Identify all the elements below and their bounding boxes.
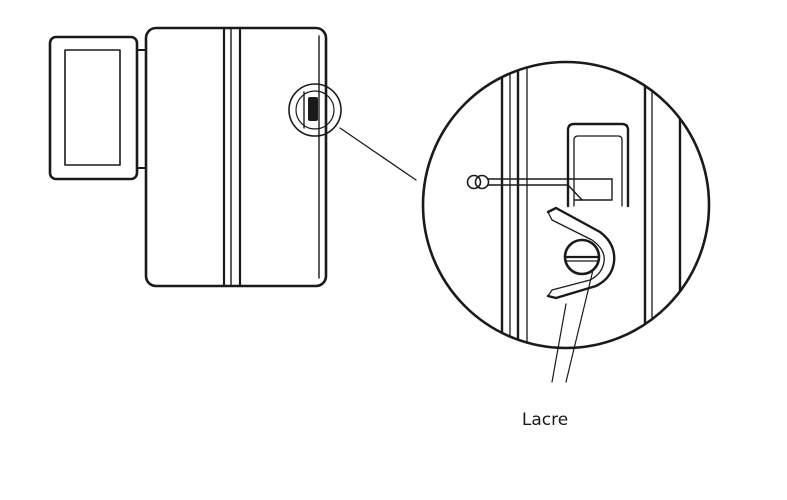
detail-circle	[421, 60, 711, 350]
frame-lines-left	[500, 62, 528, 348]
main-enclosure	[144, 26, 328, 288]
latch-tab	[566, 122, 630, 208]
seal-label: Lacre	[521, 410, 569, 430]
frame-lines-right	[643, 62, 682, 348]
callout-leader-line	[339, 127, 417, 181]
device-overview	[48, 26, 342, 288]
detail-view	[421, 60, 711, 350]
seal-screw	[563, 238, 601, 276]
seal-location-marker	[288, 83, 342, 137]
seal-clamp	[546, 206, 616, 300]
label-pointer-lines	[551, 269, 594, 383]
display-module	[48, 35, 147, 181]
seal-wire	[466, 174, 613, 201]
